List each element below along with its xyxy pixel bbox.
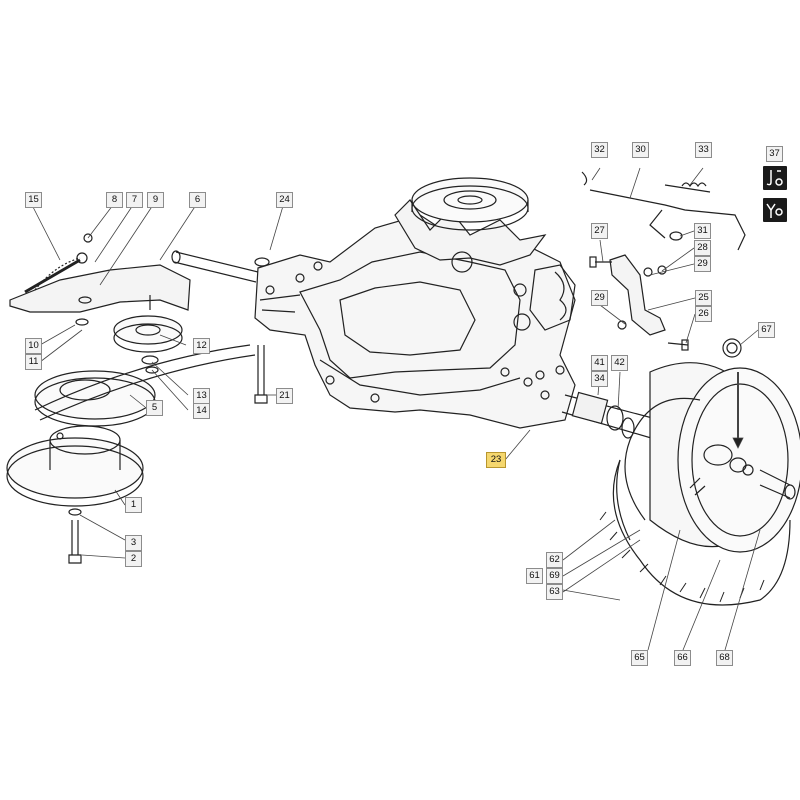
callout-25[interactable]: 25	[695, 290, 712, 306]
callout-37[interactable]: 37	[766, 146, 783, 162]
callout-31[interactable]: 31	[694, 223, 711, 239]
assembly-icon-1	[763, 166, 787, 190]
callout-8[interactable]: 8	[106, 192, 123, 208]
callout-6[interactable]: 6	[189, 192, 206, 208]
callout-68[interactable]: 68	[716, 650, 733, 666]
callout-32[interactable]: 32	[591, 142, 608, 158]
callout-7[interactable]: 7	[126, 192, 143, 208]
rear-wheel	[599, 338, 800, 606]
callout-42[interactable]: 42	[611, 355, 628, 371]
callout-33[interactable]: 33	[695, 142, 712, 158]
top-pulley-and-fan	[394, 177, 547, 273]
callout-1[interactable]: 1	[125, 497, 142, 513]
callout-27[interactable]: 27	[591, 223, 608, 239]
callout-63[interactable]: 63	[546, 584, 563, 600]
callout-28[interactable]: 28	[694, 240, 711, 256]
callout-29-lower[interactable]: 29	[591, 290, 608, 306]
callout-41[interactable]: 41	[591, 355, 608, 371]
callout-23-highlighted[interactable]: 23	[486, 452, 506, 468]
callout-65[interactable]: 65	[631, 650, 648, 666]
callout-24[interactable]: 24	[276, 192, 293, 208]
callout-5[interactable]: 5	[146, 400, 163, 416]
callout-11[interactable]: 11	[25, 354, 42, 370]
left-axle	[171, 250, 259, 283]
transmission-housing	[254, 214, 576, 429]
callout-61[interactable]: 61	[526, 568, 543, 584]
control-linkage	[581, 171, 746, 351]
callout-67[interactable]: 67	[758, 322, 775, 338]
leader-lines	[31, 167, 761, 651]
callout-13[interactable]: 13	[193, 388, 210, 404]
callout-12[interactable]: 12	[193, 338, 210, 354]
callout-2[interactable]: 2	[125, 551, 142, 567]
idler-pulley	[113, 315, 183, 374]
callout-29-upper[interactable]: 29	[694, 256, 711, 272]
callout-34[interactable]: 34	[591, 371, 608, 387]
callout-14[interactable]: 14	[193, 403, 210, 419]
callout-10[interactable]: 10	[25, 338, 42, 354]
callout-66[interactable]: 66	[674, 650, 691, 666]
callout-15[interactable]: 15	[25, 192, 42, 208]
callout-30[interactable]: 30	[632, 142, 649, 158]
bolts	[68, 257, 270, 564]
callout-69[interactable]: 69	[546, 568, 563, 584]
idler-bracket	[9, 233, 191, 326]
callout-9[interactable]: 9	[147, 192, 164, 208]
callout-3[interactable]: 3	[125, 535, 142, 551]
assembly-icon-2	[763, 198, 787, 222]
callout-21[interactable]: 21	[276, 388, 293, 404]
callout-62[interactable]: 62	[546, 552, 563, 568]
right-axle	[561, 391, 661, 441]
drive-pulley	[6, 344, 256, 507]
callout-26[interactable]: 26	[695, 306, 712, 322]
